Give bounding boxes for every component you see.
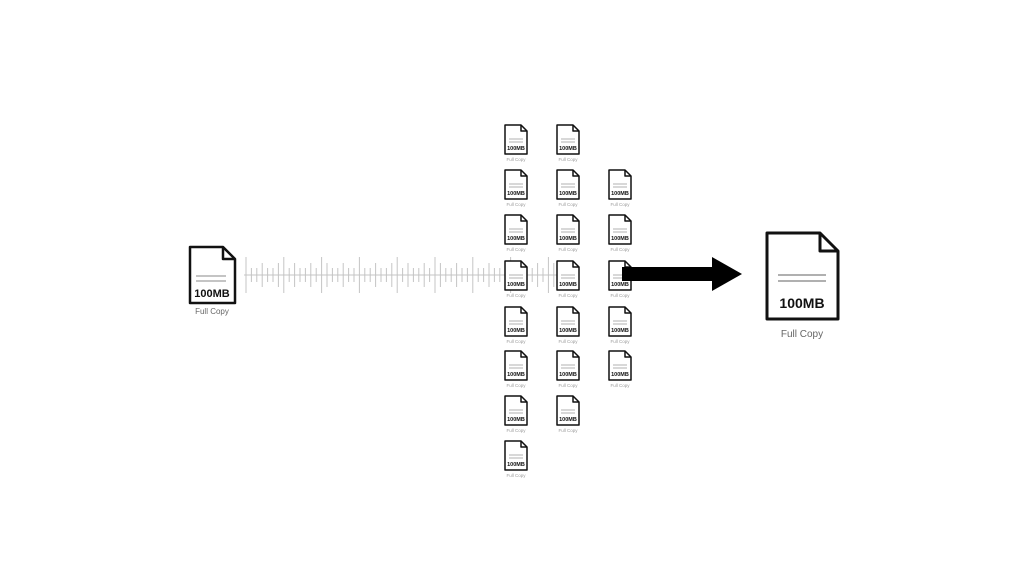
copy-file-icon: 100MB Full Copy xyxy=(504,395,528,433)
copy-file-caption: Full Copy xyxy=(558,339,578,344)
copy-file-icon: 100MB Full Copy xyxy=(556,350,580,388)
result-file-icon: 100MB xyxy=(765,231,840,321)
copy-file-caption: Full Copy xyxy=(610,247,630,252)
copy-file-icon: 100MB Full Copy xyxy=(504,306,528,344)
copy-file-size: 100MB xyxy=(611,328,629,334)
copy-file-caption: Full Copy xyxy=(558,157,578,162)
copy-file-icon: 100MB Full Copy xyxy=(556,260,580,298)
copy-file-size: 100MB xyxy=(507,328,525,334)
copies-grid: 100MB Full Copy 100MB Full Copy 100MB Full Co… xyxy=(504,124,632,478)
result-file-size: 100MB xyxy=(779,295,824,311)
copy-file-caption: Full Copy xyxy=(558,247,578,252)
copy-file-size: 100MB xyxy=(559,282,577,288)
copy-file-icon: 100MB Full Copy xyxy=(608,169,632,207)
copy-file-caption: Full Copy xyxy=(558,293,578,298)
copy-file-size: 100MB xyxy=(559,236,577,242)
copy-file-caption: Full Copy xyxy=(506,339,526,344)
copy-file-size: 100MB xyxy=(507,417,525,423)
copy-file-icon: 100MB Full Copy xyxy=(556,395,580,433)
copy-file-size: 100MB xyxy=(559,328,577,334)
copy-file-size: 100MB xyxy=(507,236,525,242)
copy-file-caption: Full Copy xyxy=(506,428,526,433)
copy-file-caption: Full Copy xyxy=(506,473,526,478)
copy-file-size: 100MB xyxy=(611,191,629,197)
copy-file-caption: Full Copy xyxy=(610,383,630,388)
source-file-icon: 100MB xyxy=(188,245,237,305)
copy-file-caption: Full Copy xyxy=(558,202,578,207)
copy-file-caption: Full Copy xyxy=(506,383,526,388)
copy-file-caption: Full Copy xyxy=(610,339,630,344)
copy-file-size: 100MB xyxy=(559,191,577,197)
copy-file-caption: Full Copy xyxy=(506,202,526,207)
arrow-right-icon xyxy=(622,257,742,291)
copy-file-caption: Full Copy xyxy=(506,157,526,162)
copy-file-icon: 100MB Full Copy xyxy=(556,214,580,252)
copy-file-icon: 100MB Full Copy xyxy=(504,214,528,252)
copy-file-caption: Full Copy xyxy=(558,428,578,433)
copy-file-icon: 100MB Full Copy xyxy=(504,440,528,478)
copy-file-size: 100MB xyxy=(559,417,577,423)
copy-file-icon: 100MB Full Copy xyxy=(504,124,528,162)
copy-file-size: 100MB xyxy=(611,372,629,378)
copy-file-caption: Full Copy xyxy=(558,383,578,388)
source-file-caption: Full Copy xyxy=(195,307,229,316)
copy-file-icon: 100MB Full Copy xyxy=(608,306,632,344)
copy-file-icon: 100MB Full Copy xyxy=(504,169,528,207)
copy-file-icon: 100MB Full Copy xyxy=(556,169,580,207)
copy-file-icon: 100MB Full Copy xyxy=(556,124,580,162)
result-file-caption: Full Copy xyxy=(781,329,823,340)
copy-file-size: 100MB xyxy=(507,372,525,378)
copy-file-size: 100MB xyxy=(507,146,525,152)
copy-file-caption: Full Copy xyxy=(610,293,630,298)
copy-file-caption: Full Copy xyxy=(506,293,526,298)
copy-file-icon: 100MB Full Copy xyxy=(504,260,528,298)
copy-file-size: 100MB xyxy=(507,462,525,468)
copy-file-icon: 100MB Full Copy xyxy=(504,350,528,388)
copy-file-size: 100MB xyxy=(611,282,629,288)
copy-file-size: 100MB xyxy=(559,372,577,378)
source-file-size: 100MB xyxy=(194,288,230,300)
copy-file-size: 100MB xyxy=(507,282,525,288)
copy-file-size: 100MB xyxy=(611,236,629,242)
copy-file-caption: Full Copy xyxy=(506,247,526,252)
copy-file-size: 100MB xyxy=(507,191,525,197)
copy-file-icon: 100MB Full Copy xyxy=(608,214,632,252)
copy-file-size: 100MB xyxy=(559,146,577,152)
copy-file-caption: Full Copy xyxy=(610,202,630,207)
copy-file-icon: 100MB Full Copy xyxy=(608,350,632,388)
copy-file-icon: 100MB Full Copy xyxy=(556,306,580,344)
